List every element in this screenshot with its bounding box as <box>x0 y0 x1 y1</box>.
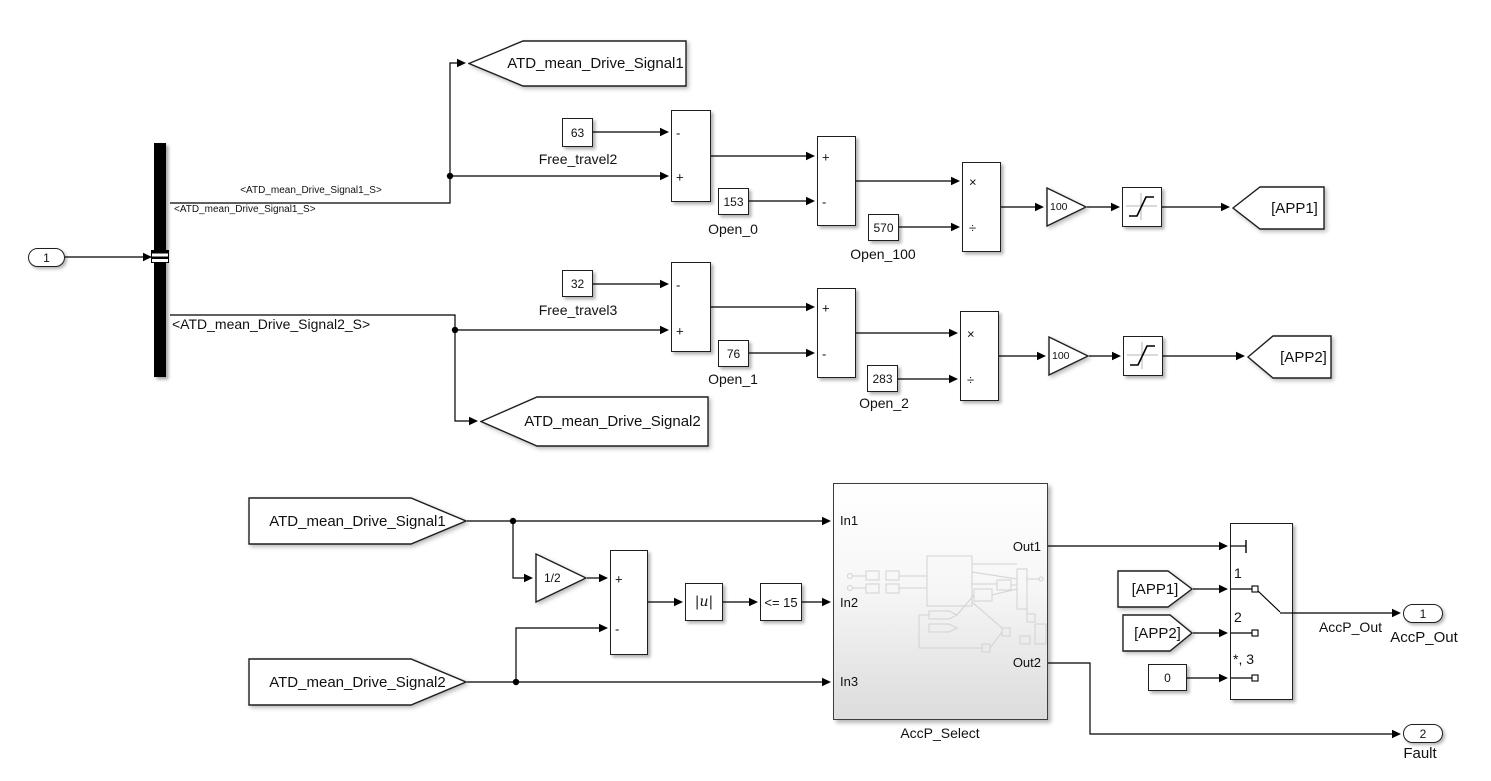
sum2-bottom-sign: - <box>822 194 827 210</box>
goto-tag-signal1-label: ATD_mean_Drive_Signal1 <box>507 55 684 72</box>
sum4-bottom-sign: - <box>822 346 827 362</box>
outport-fault[interactable]: 2 <box>1403 724 1443 743</box>
gain-block-half-value: 1/2 <box>544 571 561 585</box>
sum-block-2[interactable]: + - <box>817 136 856 226</box>
goto-tag-signal1[interactable]: ATD_mean_Drive_Signal1 <box>468 40 687 87</box>
goto-tag-signal2[interactable]: ATD_mean_Drive_Signal2 <box>480 396 709 447</box>
accp-out-signal-label: AccP_Out <box>1318 619 1382 635</box>
gain-block-2-value: 100 <box>1052 350 1070 362</box>
from-tag-signal1[interactable]: ATD_mean_Drive_Signal1 <box>248 497 467 545</box>
constant-open-100[interactable]: 570 <box>868 214 899 241</box>
outport-accp-out[interactable]: 1 <box>1403 604 1443 623</box>
constant-zero[interactable]: 0 <box>1148 664 1187 691</box>
sum1-bottom-sign: + <box>676 169 684 185</box>
sum4-top-sign: + <box>822 300 830 316</box>
gain-block-half[interactable]: 1/2 <box>535 553 587 603</box>
goto-tag-app1-label: [APP1] <box>1271 199 1318 217</box>
from-tag-signal2-label: ATD_mean_Drive_Signal2 <box>269 673 446 691</box>
signal-label: <ATD_mean_Drive_Signal1_S> <box>174 204 316 215</box>
constant-open-2-name: Open_2 <box>859 395 909 411</box>
from-tag-app1[interactable]: [APP1] <box>1117 570 1193 608</box>
constant-open-0[interactable]: 153 <box>718 188 749 215</box>
constant-free-travel3-name: Free_travel3 <box>538 302 618 318</box>
from-tag-app1-label: [APP1] <box>1131 580 1179 598</box>
constant-free-travel2[interactable]: 63 <box>562 118 593 147</box>
signal-label: <ATD_mean_Drive_Signal2_S> <box>172 316 371 332</box>
gain-block-1[interactable]: 100 <box>1046 187 1087 227</box>
constant-open-0-name: Open_0 <box>708 221 758 237</box>
sum-block-5[interactable]: + - <box>610 550 648 655</box>
subsystem-port-in2: In2 <box>840 595 859 610</box>
sum-block-3[interactable]: - + <box>671 262 711 352</box>
prod1-divide-sign: ÷ <box>969 220 977 236</box>
gain-block-1-value: 100 <box>1050 201 1068 213</box>
constant-free-travel2-name: Free_travel2 <box>538 151 618 167</box>
constant-open-2-value: 283 <box>872 371 893 386</box>
sum2-top-sign: + <box>822 149 830 165</box>
bus-selector-icon <box>151 250 169 263</box>
sum3-top-sign: - <box>676 277 681 293</box>
sum-block-1[interactable]: - + <box>671 110 711 202</box>
goto-tag-app1[interactable]: [APP1] <box>1232 186 1325 230</box>
constant-open-1-value: 76 <box>726 346 741 361</box>
constant-free-travel2-value: 63 <box>570 125 585 140</box>
constant-open-0-value: 153 <box>723 194 744 209</box>
abs-block-label: |u| <box>694 594 714 610</box>
sum5-bottom-sign: - <box>615 621 620 637</box>
prod2-divide-sign: ÷ <box>967 372 975 388</box>
constant-open-1-name: Open_1 <box>708 371 758 387</box>
switch-input2-label: 2 <box>1234 609 1242 625</box>
abs-block[interactable]: |u| <box>685 583 723 621</box>
switch-input3-label: *, 3 <box>1233 651 1255 667</box>
sum-block-4[interactable]: + - <box>817 288 856 378</box>
constant-free-travel3-value: 32 <box>570 276 585 291</box>
outport-fault-number: 2 <box>1419 726 1427 741</box>
subsystem-port-out2: Out2 <box>1012 655 1041 670</box>
from-tag-app2-label: [APP2] <box>1134 624 1181 642</box>
sum1-top-sign: - <box>676 125 681 141</box>
product-block-1[interactable]: × ÷ <box>962 162 1001 252</box>
saturation-block-2[interactable] <box>1123 336 1163 376</box>
saturation-block-1[interactable] <box>1122 187 1162 227</box>
constant-open-100-name: Open_100 <box>850 246 916 262</box>
subsystem-port-in3: In3 <box>840 674 859 689</box>
sum5-top-sign: + <box>615 571 623 587</box>
goto-tag-app2[interactable]: [APP2] <box>1247 335 1332 379</box>
from-tag-signal1-label: ATD_mean_Drive_Signal1 <box>269 512 446 530</box>
compare-to-constant-block[interactable]: <= 15 <box>760 583 802 621</box>
outport-fault-name: Fault <box>1403 745 1437 762</box>
from-tag-signal2[interactable]: ATD_mean_Drive_Signal2 <box>248 658 467 706</box>
switch-input1-label: 1 <box>1234 565 1242 581</box>
constant-free-travel3[interactable]: 32 <box>562 270 593 297</box>
subsystem-accp-select[interactable]: In1 In2 In3 Out1 Out2 <box>833 483 1048 720</box>
sum3-bottom-sign: + <box>676 323 684 339</box>
constant-zero-value: 0 <box>1164 670 1171 685</box>
constant-open-100-value: 570 <box>873 220 894 235</box>
from-tag-app2[interactable]: [APP2] <box>1122 614 1193 652</box>
inport-1[interactable]: 1 <box>28 248 65 267</box>
prod1-multiply-sign: × <box>969 174 977 190</box>
subsystem-port-out1: Out1 <box>1012 539 1041 554</box>
inport-1-label: 1 <box>43 250 50 265</box>
gain-block-2[interactable]: 100 <box>1048 336 1089 376</box>
subsystem-preview <box>847 555 1047 653</box>
goto-tag-signal2-label: ATD_mean_Drive_Signal2 <box>524 413 701 430</box>
outport-accp-out-number: 1 <box>1419 606 1427 621</box>
constant-open-1[interactable]: 76 <box>718 340 749 367</box>
outport-accp-out-name: AccP_Out <box>1390 629 1458 646</box>
compare-block-label: <= 15 <box>764 594 798 610</box>
goto-tag-app2-label: [APP2] <box>1280 348 1327 366</box>
prod2-multiply-sign: × <box>967 326 975 342</box>
constant-open-2[interactable]: 283 <box>867 365 898 392</box>
subsystem-name: AccP_Select <box>900 725 980 741</box>
signal-label: <ATD_mean_Drive_Signal1_S> <box>240 185 382 196</box>
subsystem-port-in1: In1 <box>840 513 859 528</box>
product-block-2[interactable]: × ÷ <box>960 311 999 401</box>
